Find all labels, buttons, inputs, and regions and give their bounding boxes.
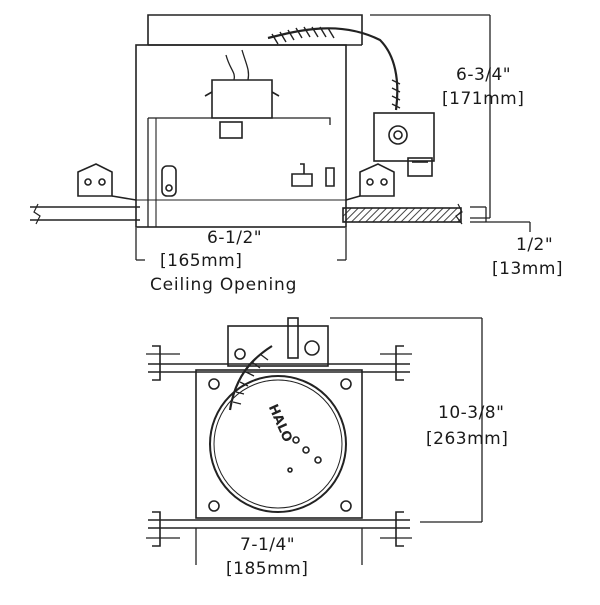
round-housing — [209, 375, 347, 513]
side-view — [30, 14, 531, 261]
opening-metric-label: [165mm] — [160, 251, 242, 271]
armored-cable — [267, 26, 401, 111]
height-dimension — [370, 14, 491, 219]
left-mounting-bracket — [77, 163, 137, 201]
ceiling-metric-label: [13mm] — [492, 259, 563, 279]
mounting-plate — [195, 369, 363, 519]
length-metric-label: [263mm] — [426, 429, 508, 449]
top-junction-box — [227, 317, 329, 367]
opening-dimension — [135, 228, 347, 261]
ceiling-dimension — [470, 206, 531, 232]
socket-bracket — [204, 49, 280, 139]
height-imperial-label: 6-3/4" — [456, 65, 511, 85]
ceiling-imperial-label: 1/2" — [516, 235, 553, 255]
bottom-bar-hanger — [146, 511, 412, 547]
length-imperial-label: 10-3/8" — [438, 403, 504, 423]
right-mounting-bracket — [345, 163, 395, 201]
top-view — [146, 317, 483, 565]
top-bar-hanger — [146, 345, 412, 381]
top-view-cable — [228, 345, 273, 411]
housing-clips — [161, 163, 335, 197]
width-imperial-label: 7-1/4" — [240, 535, 295, 555]
length-dimension — [330, 317, 483, 523]
junction-box — [373, 112, 435, 177]
housing-body — [135, 44, 347, 228]
opening-imperial-label: 6-1/2" — [207, 228, 262, 248]
ceiling-opening-caption: Ceiling Opening — [150, 275, 297, 295]
height-metric-label: [171mm] — [442, 89, 524, 109]
width-dimension — [195, 528, 363, 565]
ceiling-drywall — [30, 203, 463, 225]
halo-logo: HALO — [265, 402, 295, 444]
width-metric-label: [185mm] — [226, 559, 308, 579]
